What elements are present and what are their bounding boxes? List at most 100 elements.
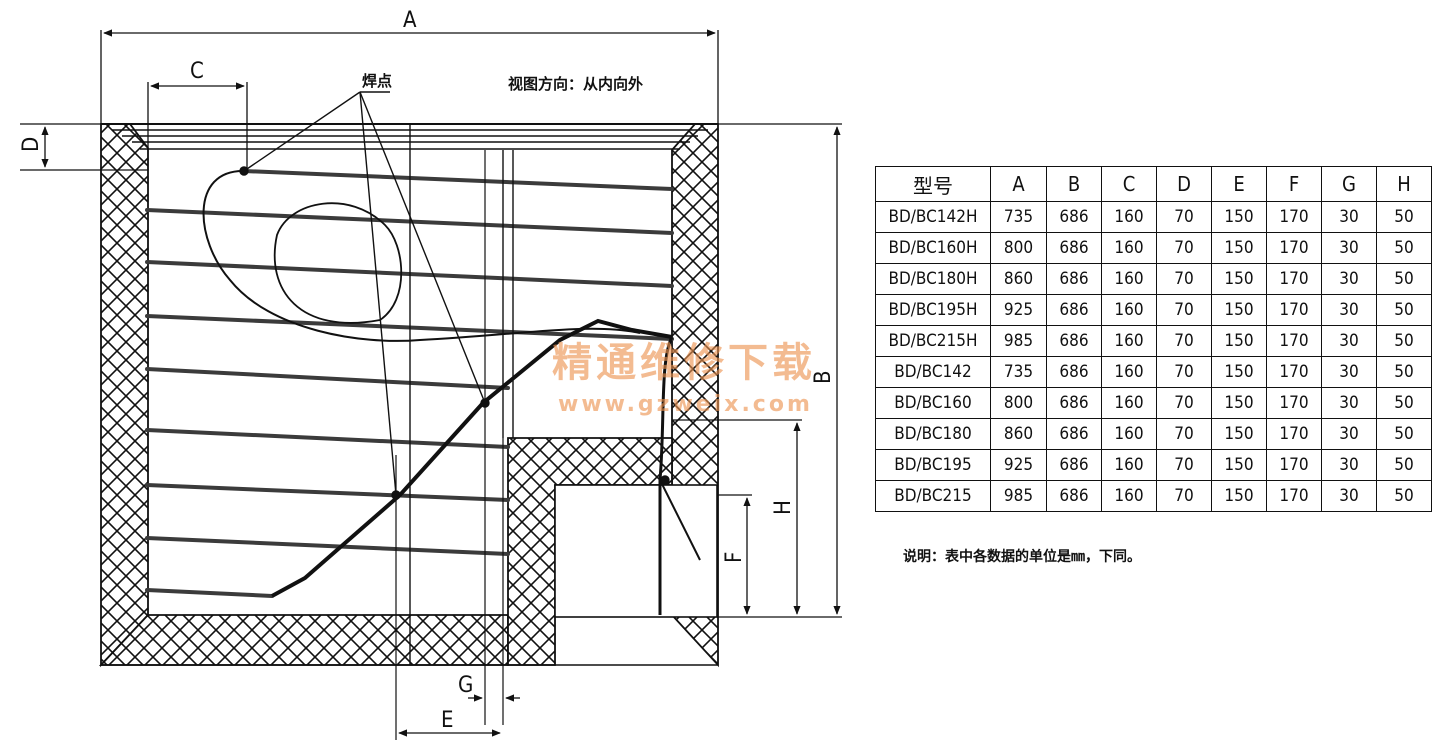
table-cell-value: 160 bbox=[1101, 294, 1157, 326]
table-cell-value: 160 bbox=[1101, 449, 1157, 481]
table-cell-value: 70 bbox=[1156, 449, 1212, 481]
table-cell-value: 70 bbox=[1156, 418, 1212, 450]
table-cell-value: 160 bbox=[1101, 418, 1157, 450]
unit-note: 说明：表中各数据的单位是㎜，下同。 bbox=[903, 549, 1141, 565]
table-cell-value: 860 bbox=[990, 418, 1047, 450]
table-cell-value: 50 bbox=[1376, 449, 1432, 481]
table-cell-value: 735 bbox=[990, 201, 1047, 233]
table-cell-value: 50 bbox=[1376, 325, 1432, 357]
table-cell-value: 30 bbox=[1321, 201, 1377, 233]
table-cell-value: 160 bbox=[1101, 201, 1157, 233]
table-cell-value: 686 bbox=[1046, 263, 1102, 295]
header-b: B bbox=[1046, 166, 1102, 202]
table-cell-value: 30 bbox=[1321, 232, 1377, 264]
table-cell-value: 50 bbox=[1376, 294, 1432, 326]
table-cell-value: 70 bbox=[1156, 263, 1212, 295]
watermark-title: 精通维修下载 bbox=[552, 340, 816, 386]
table-cell-value: 985 bbox=[990, 325, 1047, 357]
table-cell-value: 30 bbox=[1321, 480, 1377, 512]
table-cell-value: 30 bbox=[1321, 356, 1377, 388]
table-cell-model: BD/BC215 bbox=[875, 480, 991, 512]
watermark-url: www.gzweix.com bbox=[558, 392, 813, 417]
table-cell-value: 160 bbox=[1101, 356, 1157, 388]
dim-a-label: A bbox=[403, 8, 417, 33]
table-header-row: 型号 A B C D E F G H bbox=[875, 166, 1432, 202]
table-cell-value: 70 bbox=[1156, 325, 1212, 357]
dimension-lines bbox=[20, 29, 842, 737]
table-cell-value: 925 bbox=[990, 449, 1047, 481]
table-cell-value: 160 bbox=[1101, 480, 1157, 512]
table-cell-value: 150 bbox=[1211, 201, 1267, 233]
view-direction-label: 视图方向：从内向外 bbox=[508, 75, 643, 93]
dim-g-label: G bbox=[458, 673, 473, 698]
table-cell-value: 686 bbox=[1046, 294, 1102, 326]
table-cell-value: 30 bbox=[1321, 325, 1377, 357]
table-cell-value: 150 bbox=[1211, 449, 1267, 481]
table-cell-value: 160 bbox=[1101, 232, 1157, 264]
table-cell-model: BD/BC195H bbox=[875, 294, 991, 326]
header-a: A bbox=[990, 166, 1047, 202]
table-cell-value: 50 bbox=[1376, 232, 1432, 264]
table-cell-model: BD/BC195 bbox=[875, 449, 991, 481]
table-cell-model: BD/BC160H bbox=[875, 232, 991, 264]
dim-b-label: B bbox=[811, 370, 836, 384]
table-cell-value: 30 bbox=[1321, 449, 1377, 481]
table-cell-value: 50 bbox=[1376, 263, 1432, 295]
table-cell-value: 686 bbox=[1046, 449, 1102, 481]
table-cell-value: 150 bbox=[1211, 325, 1267, 357]
left-wall bbox=[100, 123, 149, 668]
dim-h-label: H bbox=[771, 500, 796, 515]
bottom-wall bbox=[98, 614, 509, 666]
dim-f-label: F bbox=[722, 552, 747, 563]
table-cell-value: 150 bbox=[1211, 263, 1267, 295]
table-cell-model: BD/BC215H bbox=[875, 325, 991, 357]
refrigerant-lines bbox=[202, 124, 701, 740]
table-cell-value: 70 bbox=[1156, 480, 1212, 512]
table-cell-value: 70 bbox=[1156, 356, 1212, 388]
table-cell-value: 170 bbox=[1266, 263, 1322, 295]
weld-point-label: 焊点 bbox=[362, 72, 392, 90]
table-cell-value: 150 bbox=[1211, 232, 1267, 264]
table-cell-value: 50 bbox=[1376, 418, 1432, 450]
table-cell-value: 170 bbox=[1266, 356, 1322, 388]
table-cell-value: 686 bbox=[1046, 418, 1102, 450]
table-cell-value: 70 bbox=[1156, 232, 1212, 264]
table-cell-value: 170 bbox=[1266, 294, 1322, 326]
table-cell-model: BD/BC142 bbox=[875, 356, 991, 388]
table-cell-value: 170 bbox=[1266, 201, 1322, 233]
table-cell-value: 735 bbox=[990, 356, 1047, 388]
header-h: H bbox=[1376, 166, 1432, 202]
table-cell-value: 160 bbox=[1101, 263, 1157, 295]
table-cell-model: BD/BC160 bbox=[875, 387, 991, 419]
table-cell-value: 170 bbox=[1266, 325, 1322, 357]
table-cell-value: 30 bbox=[1321, 418, 1377, 450]
header-model: 型号 bbox=[875, 166, 991, 202]
table-cell-value: 686 bbox=[1046, 387, 1102, 419]
table-cell-value: 50 bbox=[1376, 480, 1432, 512]
dim-c-label: C bbox=[190, 59, 204, 84]
table-cell-value: 150 bbox=[1211, 418, 1267, 450]
header-c: C bbox=[1101, 166, 1157, 202]
table-cell-value: 800 bbox=[990, 232, 1047, 264]
table-cell-value: 800 bbox=[990, 387, 1047, 419]
table-cell-value: 70 bbox=[1156, 201, 1212, 233]
dim-e-label: E bbox=[441, 708, 454, 733]
table-cell-value: 686 bbox=[1046, 201, 1102, 233]
table-cell-value: 70 bbox=[1156, 294, 1212, 326]
table-cell-value: 30 bbox=[1321, 387, 1377, 419]
table-cell-value: 50 bbox=[1376, 201, 1432, 233]
table-cell-value: 985 bbox=[990, 480, 1047, 512]
table-cell-value: 50 bbox=[1376, 387, 1432, 419]
weld-point-leaders bbox=[239, 91, 670, 500]
insulation-walls bbox=[98, 123, 719, 668]
table-cell-value: 686 bbox=[1046, 325, 1102, 357]
table-cell-value: 860 bbox=[990, 263, 1047, 295]
